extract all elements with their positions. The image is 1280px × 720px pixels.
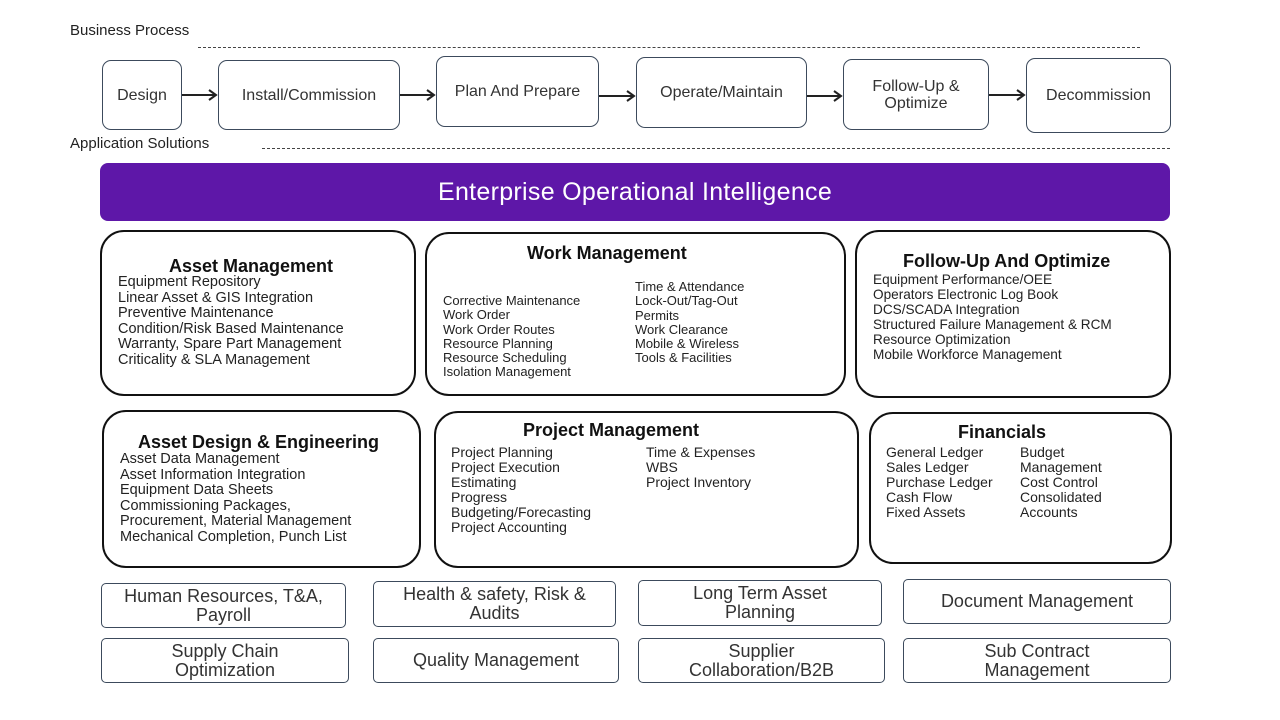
list-item: Cost Control bbox=[1020, 474, 1098, 490]
list-item: Permits bbox=[635, 307, 680, 323]
list-item: Project Inventory bbox=[646, 474, 752, 490]
card-items-col2: Time & Attendance Lock-Out/Tag-Out Permi… bbox=[635, 279, 745, 366]
follow-up-optimize-card: Follow-Up And Optimize Equipment Perform… bbox=[855, 230, 1171, 398]
list-item: Project Planning bbox=[451, 444, 553, 460]
list-item: Equipment Performance/OEE bbox=[873, 272, 1053, 287]
list-item: Budgeting/Forecasting bbox=[451, 504, 592, 520]
application-solutions-label: Application Solutions bbox=[70, 135, 210, 152]
list-item: DCS/SCADA Integration bbox=[873, 302, 1020, 317]
work-management-card: Work Management Corrective Maintenance W… bbox=[425, 232, 846, 396]
list-item: Resource Optimization bbox=[873, 332, 1011, 347]
document-management-box[interactable]: Document Management bbox=[903, 579, 1171, 624]
list-item: Procurement, Material Management bbox=[120, 513, 352, 530]
process-step-follow-up-optimize[interactable]: Follow-Up & Optimize bbox=[843, 59, 989, 130]
card-items-col1: Project Planning Project Execution Estim… bbox=[451, 445, 591, 535]
list-item: Tools & Facilities bbox=[635, 350, 732, 366]
list-item: Progress bbox=[451, 489, 508, 505]
human-resources-box[interactable]: Human Resources, T&A, Payroll bbox=[101, 583, 346, 628]
card-title: Asset Management bbox=[169, 256, 334, 276]
list-item: Linear Asset & GIS Integration bbox=[118, 289, 314, 306]
card-items: Equipment Repository Linear Asset & GIS … bbox=[118, 274, 344, 369]
list-item: Time & Attendance bbox=[635, 279, 745, 294]
card-items: Equipment Performance/OEE Operators Elec… bbox=[873, 272, 1112, 362]
card-items-col1: General Ledger Sales Ledger Purchase Led… bbox=[886, 445, 993, 520]
list-item: Lock-Out/Tag-Out bbox=[635, 293, 738, 309]
card-items-col1: Corrective Maintenance Work Order Work O… bbox=[443, 293, 581, 380]
list-item: Mobile Workforce Management bbox=[873, 347, 1062, 362]
card-title: Financials bbox=[958, 422, 1047, 442]
list-item: Resource Planning bbox=[443, 335, 553, 351]
card-title: Project Management bbox=[523, 420, 700, 440]
asset-design-engineering-card: Asset Design & Engineering Asset Data Ma… bbox=[102, 410, 421, 568]
supply-chain-box[interactable]: Supply Chain Optimization bbox=[101, 638, 349, 683]
supplier-collaboration-box[interactable]: Supplier Collaboration/B2B bbox=[638, 638, 885, 683]
project-management-card: Project Management Project Planning Proj… bbox=[434, 411, 859, 568]
process-step-plan-and-prepare[interactable]: Plan And Prepare bbox=[436, 56, 599, 127]
list-item: Mobile & Wireless bbox=[635, 336, 740, 352]
card-title: Work Management bbox=[527, 243, 687, 263]
quality-management-box[interactable]: Quality Management bbox=[373, 638, 619, 683]
process-step-install-commission[interactable]: Install/Commission bbox=[218, 60, 400, 130]
sub-contract-box[interactable]: Sub Contract Management bbox=[903, 638, 1171, 683]
list-item: WBS bbox=[646, 459, 678, 475]
financials-card: Financials General Ledger Sales Ledger P… bbox=[869, 412, 1172, 564]
list-item: Budget bbox=[1020, 444, 1065, 460]
card-items-col2: Budget Management Cost Control Consolida… bbox=[1020, 445, 1102, 520]
process-step-design[interactable]: Design bbox=[102, 60, 182, 130]
list-item: Cash Flow bbox=[886, 489, 953, 505]
list-item: Purchase Ledger bbox=[886, 474, 993, 490]
list-item: Work Clearance bbox=[635, 321, 728, 337]
health-safety-box[interactable]: Health & safety, Risk & Audits bbox=[373, 581, 616, 627]
business-process-divider bbox=[198, 47, 1140, 48]
list-item: Sales Ledger bbox=[886, 459, 969, 475]
list-item: Equipment Repository bbox=[118, 274, 261, 290]
list-item: Project Accounting bbox=[451, 519, 567, 535]
list-item: Management bbox=[1020, 459, 1102, 475]
process-step-operate-maintain[interactable]: Operate/Maintain bbox=[636, 57, 807, 128]
list-item: Commissioning Packages, bbox=[120, 497, 291, 514]
list-item: Preventive Maintenance bbox=[118, 305, 274, 322]
long-term-asset-planning-box[interactable]: Long Term Asset Planning bbox=[638, 580, 882, 626]
list-item: Isolation Management bbox=[443, 364, 571, 380]
application-solutions-divider bbox=[262, 148, 1170, 149]
list-item: Operators Electronic Log Book bbox=[873, 287, 1059, 302]
card-title: Follow-Up And Optimize bbox=[903, 251, 1111, 271]
enterprise-intelligence-banner: Enterprise Operational Intelligence bbox=[100, 163, 1170, 221]
list-item: Accounts bbox=[1020, 504, 1078, 520]
list-item: Structured Failure Management & RCM bbox=[873, 317, 1112, 332]
list-item: Corrective Maintenance bbox=[443, 293, 581, 308]
list-item: Equipment Data Sheets bbox=[120, 482, 274, 499]
list-item: Resource Scheduling bbox=[443, 350, 567, 366]
card-items: Asset Data Management Asset Information … bbox=[120, 451, 352, 546]
asset-management-card: Asset Management Equipment Repository Li… bbox=[100, 230, 416, 396]
list-item: Mechanical Completion, Punch List bbox=[120, 528, 347, 545]
list-item: General Ledger bbox=[886, 444, 984, 460]
list-item: Criticality & SLA Management bbox=[118, 351, 310, 368]
card-title: Asset Design & Engineering bbox=[138, 432, 380, 452]
list-item: Condition/Risk Based Maintenance bbox=[118, 320, 344, 337]
list-item: Time & Expenses bbox=[646, 444, 756, 460]
list-item: Asset Data Management bbox=[120, 451, 280, 467]
list-item: Estimating bbox=[451, 474, 517, 490]
card-items-col2: Time & Expenses WBS Project Inventory bbox=[646, 445, 755, 490]
list-item: Work Order Routes bbox=[443, 321, 555, 337]
list-item: Fixed Assets bbox=[886, 504, 966, 520]
business-process-label: Business Process bbox=[70, 22, 190, 39]
list-item: Work Order bbox=[443, 307, 510, 323]
list-item: Consolidated bbox=[1020, 489, 1102, 505]
list-item: Warranty, Spare Part Management bbox=[118, 336, 342, 353]
list-item: Project Execution bbox=[451, 459, 560, 475]
list-item: Asset Information Integration bbox=[120, 466, 306, 483]
process-step-decommission[interactable]: Decommission bbox=[1026, 58, 1171, 133]
